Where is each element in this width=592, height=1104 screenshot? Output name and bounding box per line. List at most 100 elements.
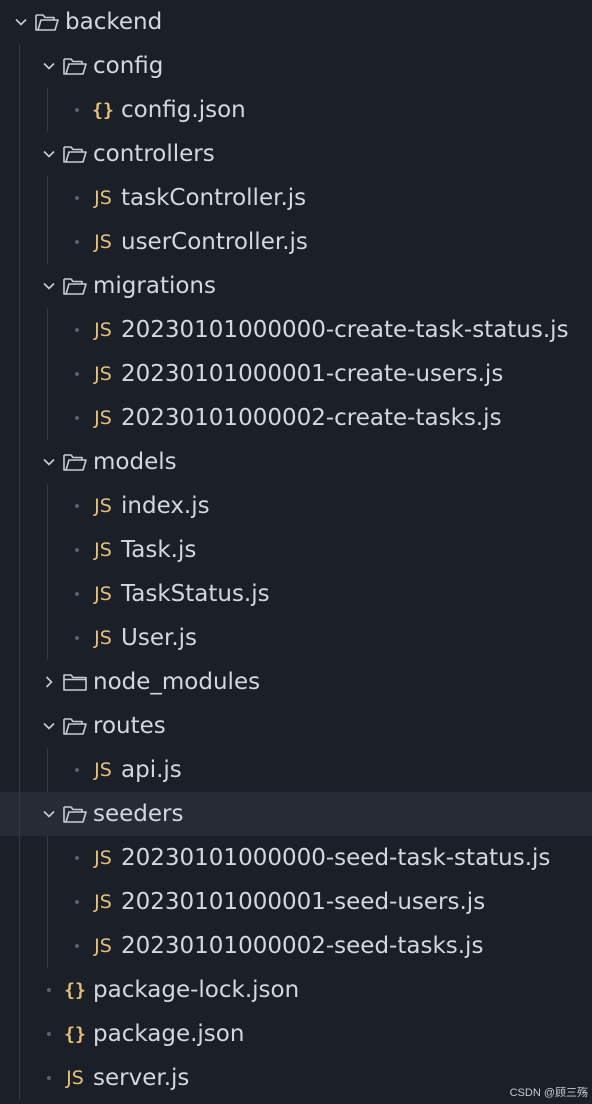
tree-file-row[interactable]: {} package-lock.json: [0, 968, 592, 1012]
tree-item-label: 20230101000000-create-task-status.js: [121, 317, 569, 343]
tree-item-label: 20230101000000-seed-task-status.js: [121, 845, 551, 871]
bullet-dot-icon: [66, 363, 88, 385]
js-file-icon: JS: [66, 1067, 84, 1089]
tree-file-row[interactable]: {}package.json: [0, 1012, 592, 1056]
tree-item-label: routes: [93, 713, 166, 739]
indent-guide: [19, 440, 20, 484]
js-file-icon: JS: [94, 407, 112, 429]
tree-file-row[interactable]: {}config.json: [0, 88, 592, 132]
tree-folder-row[interactable]: seeders: [0, 792, 592, 836]
tree-item-label: 20230101000001-seed-users.js: [121, 889, 486, 915]
bullet-dot-icon: [66, 231, 88, 253]
indent-guide: [47, 88, 48, 132]
indent-guide: [19, 44, 20, 88]
indent-guide: [19, 484, 20, 528]
tree-folder-row[interactable]: routes: [0, 704, 592, 748]
bullet-dot-icon: [66, 847, 88, 869]
tree-file-row[interactable]: JS 20230101000000-create-task-status.js: [0, 308, 592, 352]
indent-guide: [19, 704, 20, 748]
indent-guide: [19, 528, 20, 572]
chevron-right-icon[interactable]: [38, 671, 60, 693]
indent-guide: [47, 924, 48, 968]
tree-item-label: index.js: [121, 493, 210, 519]
chevron-down-icon[interactable]: [38, 275, 60, 297]
tree-folder-row[interactable]: backend: [0, 0, 592, 44]
js-file-icon: JS: [94, 847, 112, 869]
tree-file-row[interactable]: JS User.js: [0, 616, 592, 660]
tree-folder-row[interactable]: config: [0, 44, 592, 88]
tree-item-label: User.js: [121, 625, 197, 651]
bullet-dot-icon: [66, 759, 88, 781]
tree-item-label: taskController.js: [121, 185, 307, 211]
indent-guide: [19, 88, 20, 132]
indent-guide: [47, 616, 48, 660]
indent-guide: [47, 220, 48, 264]
tree-file-row[interactable]: JS 20230101000001-create-users.js: [0, 352, 592, 396]
tree-item-label: config: [93, 53, 164, 79]
indent-guide: [19, 660, 20, 704]
tree-item-label: config.json: [121, 97, 246, 123]
bullet-dot-icon: [66, 891, 88, 913]
tree-item-label: controllers: [93, 141, 215, 167]
indent-guide: [19, 132, 20, 176]
tree-folder-row[interactable]: models: [0, 440, 592, 484]
chevron-down-icon[interactable]: [10, 11, 32, 33]
tree-item-label: 20230101000001-create-users.js: [121, 361, 504, 387]
bullet-dot-icon: [66, 495, 88, 517]
js-file-icon: JS: [94, 319, 112, 341]
tree-folder-row[interactable]: node_modules: [0, 660, 592, 704]
bullet-dot-icon: [66, 627, 88, 649]
tree-item-label: package-lock.json: [93, 977, 300, 1003]
indent-guide: [47, 748, 48, 792]
bullet-dot-icon: [38, 1067, 60, 1089]
bullet-dot-icon: [66, 583, 88, 605]
js-file-icon: JS: [94, 363, 112, 385]
indent-guide: [19, 924, 20, 968]
indent-guide: [19, 220, 20, 264]
tree-file-row[interactable]: JS 20230101000002-seed-tasks.js: [0, 924, 592, 968]
folder-icon: [60, 667, 90, 697]
bullet-dot-icon: [66, 99, 88, 121]
chevron-down-icon[interactable]: [38, 451, 60, 473]
indent-guide: [19, 836, 20, 880]
indent-guide: [47, 880, 48, 924]
indent-guide: [19, 1056, 20, 1100]
indent-guide: [47, 484, 48, 528]
tree-item-label: TaskStatus.js: [121, 581, 270, 607]
chevron-down-icon[interactable]: [38, 715, 60, 737]
folder-open-icon: [60, 271, 90, 301]
js-file-icon: JS: [94, 935, 112, 957]
folder-open-icon: [60, 447, 90, 477]
tree-folder-row[interactable]: migrations: [0, 264, 592, 308]
js-file-icon: JS: [94, 627, 112, 649]
bullet-dot-icon: [66, 935, 88, 957]
watermark-text: CSDN @顾三殇: [509, 1087, 588, 1099]
tree-item-label: userController.js: [121, 229, 308, 255]
chevron-down-icon[interactable]: [38, 143, 60, 165]
folder-open-icon: [60, 799, 90, 829]
chevron-down-icon[interactable]: [38, 55, 60, 77]
tree-item-label: backend: [65, 9, 163, 35]
js-file-icon: JS: [94, 539, 112, 561]
indent-guide: [47, 396, 48, 440]
json-file-icon: {}: [64, 979, 86, 1001]
bullet-dot-icon: [66, 407, 88, 429]
folder-open-icon: [32, 7, 62, 37]
indent-guide: [47, 176, 48, 220]
tree-folder-row[interactable]: controllers: [0, 132, 592, 176]
tree-item-label: node_modules: [93, 669, 261, 695]
tree-item-label: 20230101000002-seed-tasks.js: [121, 933, 484, 959]
tree-file-row[interactable]: JS 20230101000000-seed-task-status.js: [0, 836, 592, 880]
indent-guide: [19, 880, 20, 924]
chevron-down-icon[interactable]: [38, 803, 60, 825]
